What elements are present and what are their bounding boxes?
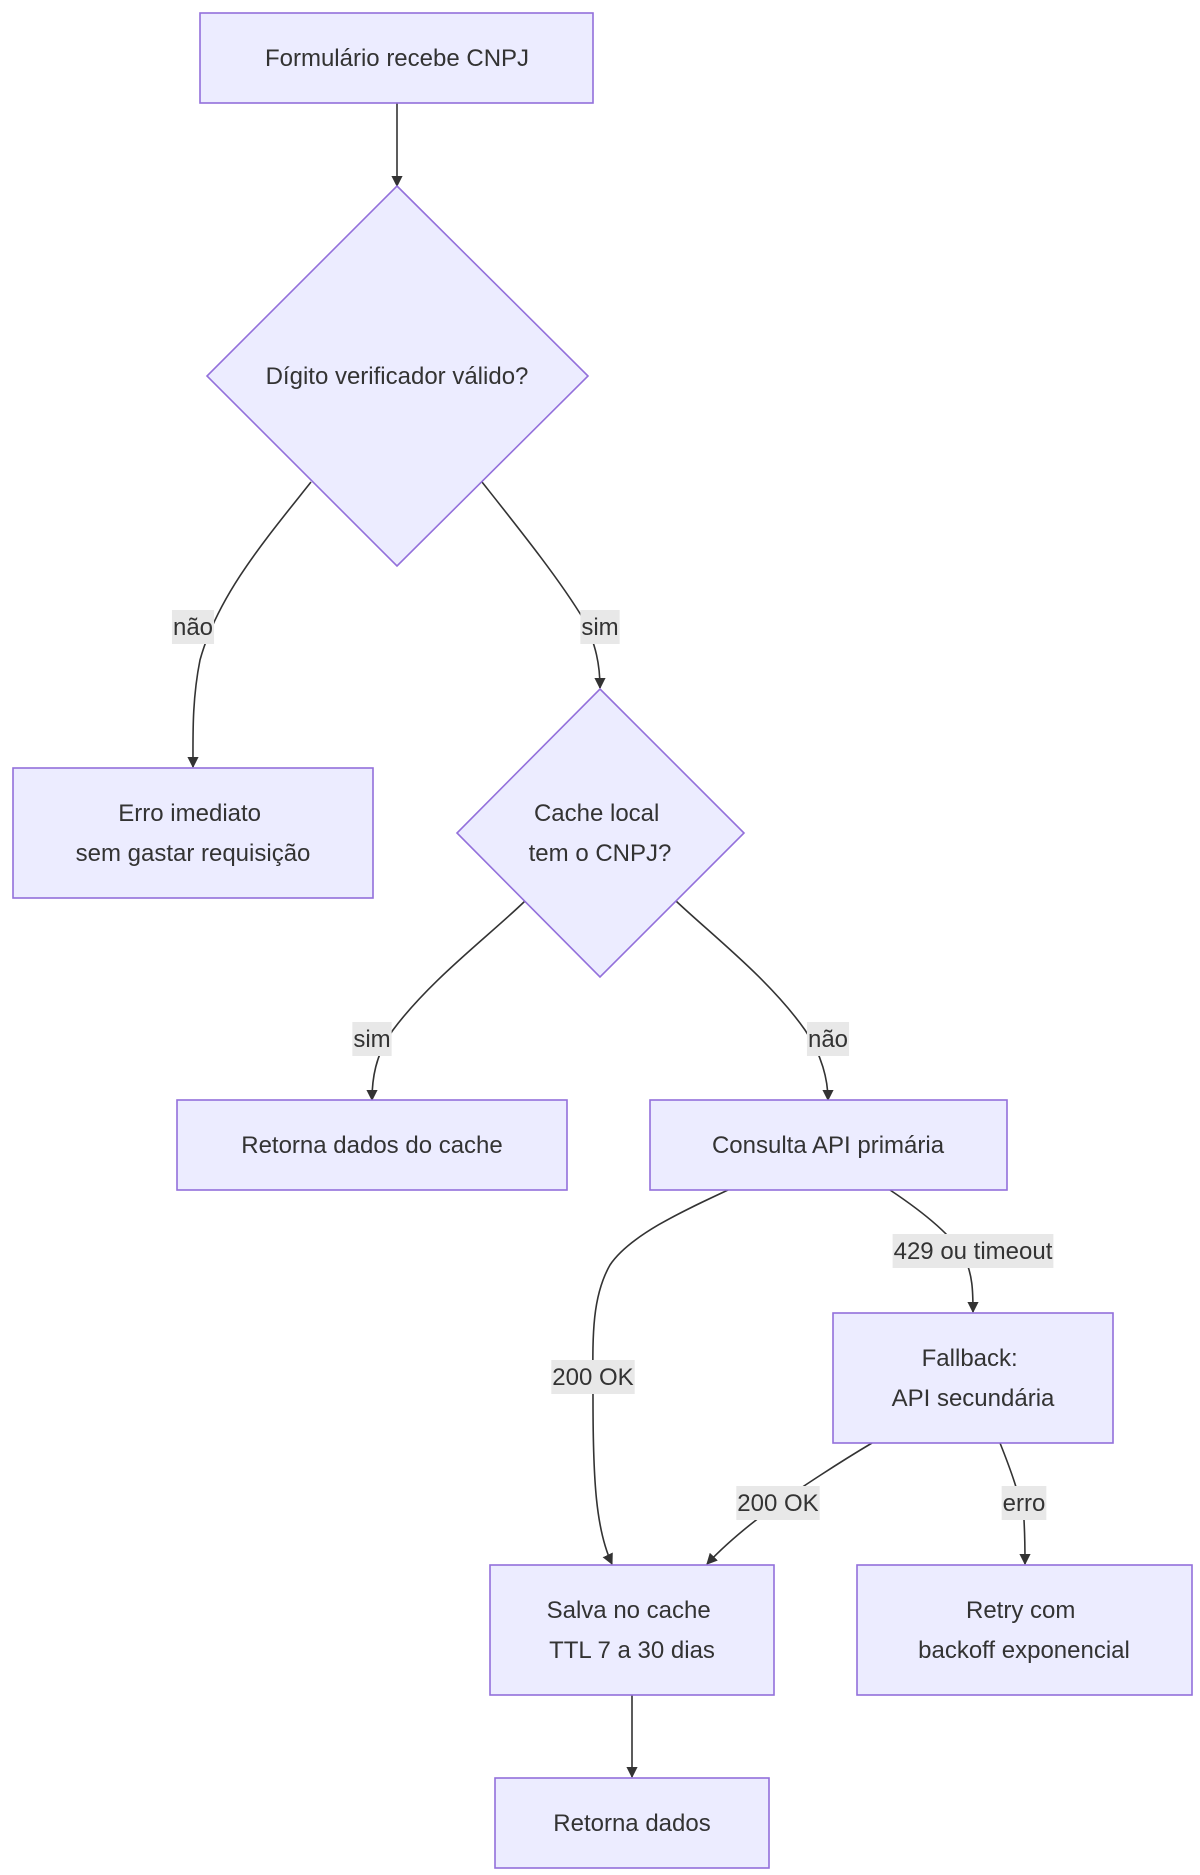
node-error-immediate-line-2: sem gastar requisição xyxy=(76,840,311,867)
edge-label-check-yes: sim xyxy=(580,610,620,644)
node-start-text: Formulário recebe CNPJ xyxy=(265,45,529,72)
node-save-cache-line-2: TTL 7 a 30 dias xyxy=(549,1637,715,1664)
node-return-cache-line: Retorna dados do cache xyxy=(241,1132,503,1159)
edge-label-primary-limit-text: 429 ou timeout xyxy=(894,1238,1053,1265)
edge-label-primary-ok: 200 OK xyxy=(551,1360,635,1394)
edge-label-primary-ok-text: 200 OK xyxy=(552,1364,633,1391)
edge-label-cache-yes: sim xyxy=(352,1022,392,1056)
node-fallback-api-text: Fallback: API secundária xyxy=(892,1345,1055,1412)
node-start-line: Formulário recebe CNPJ xyxy=(265,45,529,72)
edge-cache-to-return-cache xyxy=(366,900,526,1102)
node-fallback-api-line-1: Fallback: xyxy=(922,1345,1018,1372)
node-start: Formulário recebe CNPJ xyxy=(199,12,594,104)
edge-label-primary-limit: 429 ou timeout xyxy=(892,1234,1054,1268)
edge-label-cache-no-text: não xyxy=(808,1026,848,1053)
edge-label-fallback-error: erro xyxy=(1001,1486,1047,1520)
node-fallback-api: Fallback: API secundária xyxy=(832,1312,1114,1444)
edge-cache-to-primary xyxy=(675,900,834,1102)
node-primary-api-text: Consulta API primária xyxy=(712,1132,945,1159)
node-error-immediate-text: Erro imediato sem gastar requisição xyxy=(76,800,311,867)
edge-label-check-no: não xyxy=(171,610,215,644)
edge-primary-to-save xyxy=(592,1189,729,1566)
edge-labels: não sim sim não 200 OK 429 ou timeout 20… xyxy=(171,610,1054,1520)
edge-label-fallback-ok-text: 200 OK xyxy=(737,1490,818,1517)
edge-label-cache-no: não xyxy=(806,1022,850,1056)
edge-label-cache-yes-text: sim xyxy=(353,1026,390,1053)
edge-label-check-yes-text: sim xyxy=(581,614,618,641)
node-return-data: Retorna dados xyxy=(494,1777,770,1869)
node-error-immediate: Erro imediato sem gastar requisição xyxy=(12,767,374,899)
node-return-data-text: Retorna dados xyxy=(553,1810,710,1837)
node-return-cache-text: Retorna dados do cache xyxy=(241,1132,503,1159)
node-save-cache-text: Salva no cache TTL 7 a 30 dias xyxy=(547,1597,718,1664)
node-return-cache: Retorna dados do cache xyxy=(176,1099,568,1191)
node-check-digit-text: Dígito verificador válido? xyxy=(266,363,529,390)
node-retry-text: Retry com backoff exponencial xyxy=(918,1597,1130,1664)
node-check-digit: Dígito verificador válido? xyxy=(205,184,590,568)
edge-label-check-no-text: não xyxy=(173,614,213,641)
node-primary-api: Consulta API primária xyxy=(649,1099,1008,1191)
node-retry-line-1: Retry com xyxy=(966,1597,1075,1624)
edges xyxy=(187,103,1031,1779)
node-retry: Retry com backoff exponencial xyxy=(856,1564,1193,1696)
node-save-cache: Salva no cache TTL 7 a 30 dias xyxy=(489,1564,775,1696)
node-cache-check-line-2: tem o CNPJ? xyxy=(529,840,672,867)
edge-check-to-error xyxy=(187,481,312,769)
node-fallback-api-line-2: API secundária xyxy=(892,1385,1055,1412)
edge-label-fallback-error-text: erro xyxy=(1003,1490,1046,1517)
node-error-immediate-line-1: Erro imediato xyxy=(118,800,261,827)
node-save-cache-line-1: Salva no cache xyxy=(547,1597,711,1624)
node-cache-check-line-1: Cache local xyxy=(534,800,659,827)
node-return-data-line: Retorna dados xyxy=(553,1810,710,1837)
node-primary-api-line: Consulta API primária xyxy=(712,1132,945,1159)
node-cache-check-text: Cache local tem o CNPJ? xyxy=(529,800,672,867)
node-retry-line-2: backoff exponencial xyxy=(918,1637,1130,1664)
node-cache-check: Cache local tem o CNPJ? xyxy=(455,687,746,979)
edge-check-to-cache xyxy=(481,481,606,690)
node-check-digit-line: Dígito verificador válido? xyxy=(266,363,529,390)
edge-label-fallback-ok: 200 OK xyxy=(736,1486,820,1520)
